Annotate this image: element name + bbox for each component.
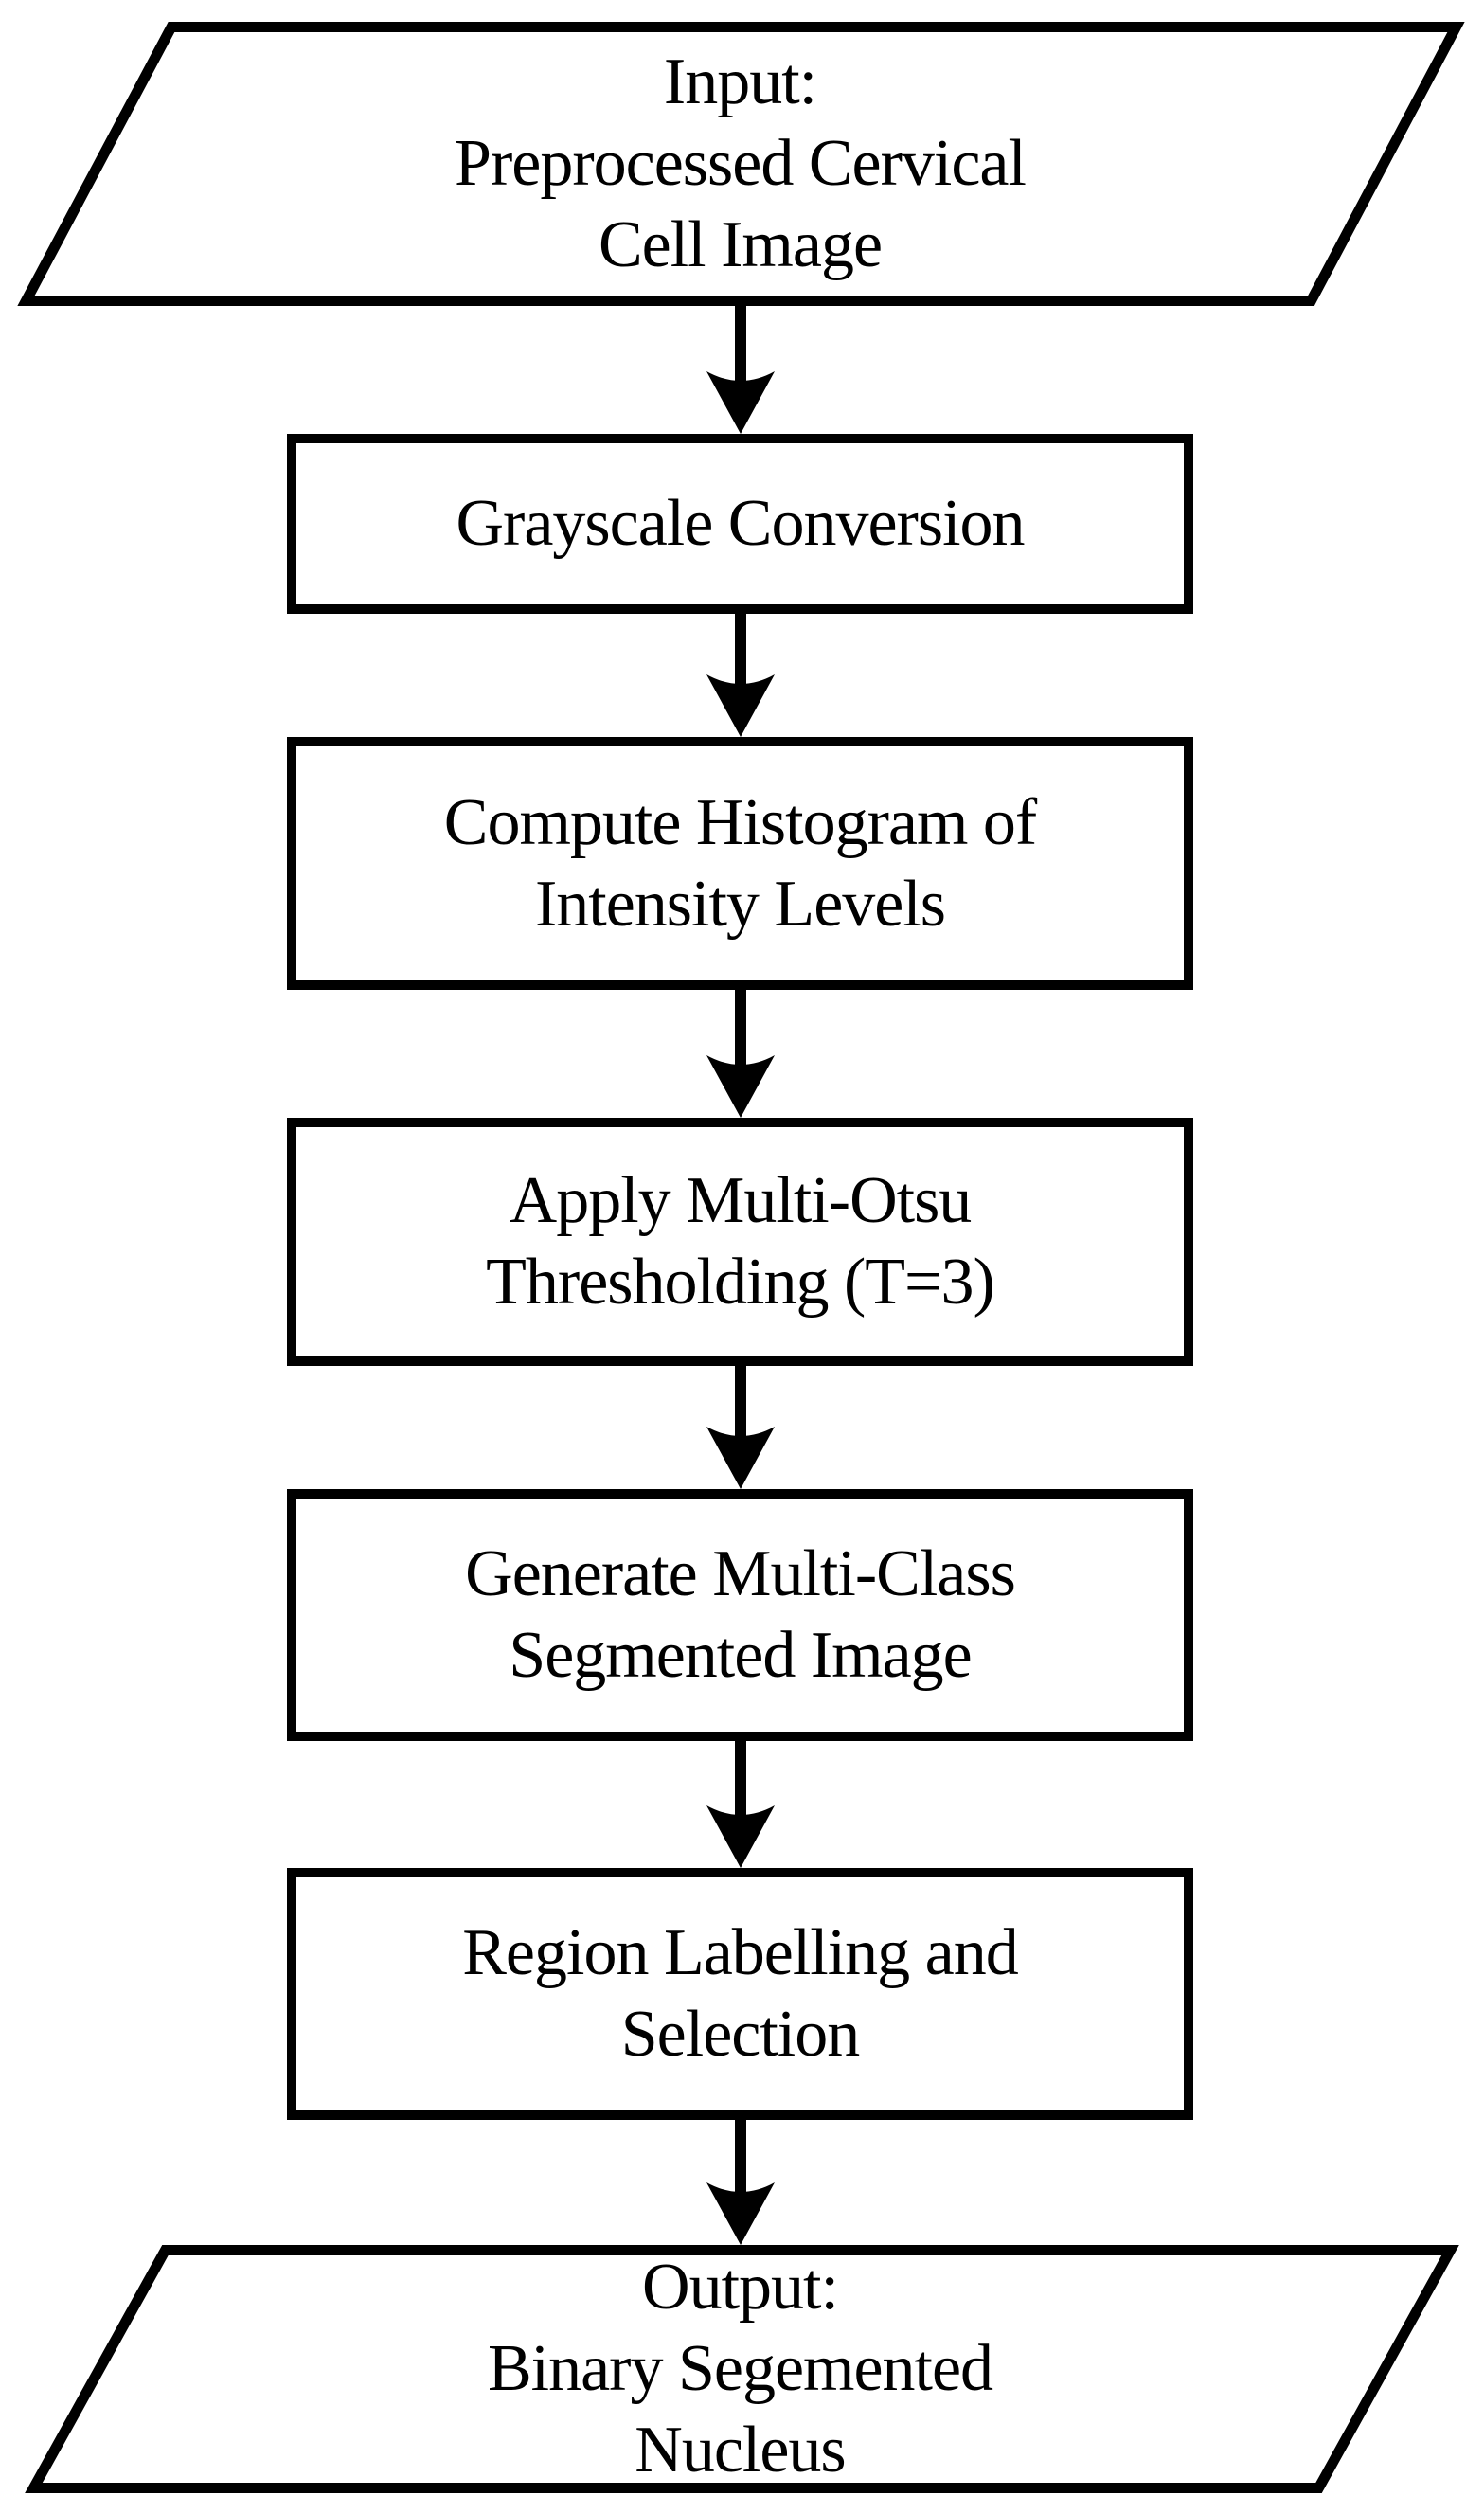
flow-node-output: Output: Binary Segemented Nucleus: [287, 2250, 1193, 2488]
node-text-line: Intensity Levels: [534, 867, 946, 941]
node-text-line: Binary Segemented: [487, 2332, 993, 2405]
node-text-line: Apply Multi-Otsu: [509, 1164, 973, 1237]
node-text-line: Nucleus: [635, 2414, 846, 2487]
arrow-head: [706, 2182, 775, 2245]
node-text-line: Grayscale Conversion: [456, 487, 1025, 560]
arrow-labelling-to-output: [706, 2116, 775, 2245]
node-text-line: Input:: [663, 45, 817, 118]
node-text-line: Cell Image: [598, 208, 883, 281]
arrow-head: [706, 1055, 775, 1118]
arrow-head: [706, 1427, 775, 1489]
flow-node-multi-otsu-thresholding: Apply Multi-Otsu Thresholding (T=3): [287, 1118, 1193, 1366]
output-parallelogram-shape: [25, 2245, 1459, 2493]
arrow-multiclass-to-labelling: [706, 1737, 775, 1868]
arrow-head: [706, 371, 775, 434]
flow-node-input: Input: Preprocessed Cervical Cell Image: [287, 27, 1193, 301]
node-text-line: Generate Multi-Class: [465, 1537, 1016, 1610]
node-text-line: Output:: [642, 2251, 839, 2324]
flow-node-compute-histogram: Compute Histogram of Intensity Levels: [287, 737, 1193, 990]
arrow-input-to-grayscale: [706, 302, 775, 434]
input-parallelogram-shape: [17, 22, 1465, 306]
flow-node-grayscale-conversion: Grayscale Conversion: [287, 434, 1193, 614]
node-text-line: Compute Histogram of: [443, 785, 1037, 859]
arrow-head: [706, 674, 775, 737]
arrow-multiotsu-to-multiclass: [706, 1362, 775, 1489]
flow-node-region-labelling-selection: Region Labelling and Selection: [287, 1868, 1193, 2120]
node-text-line: Preprocessed Cervical: [455, 127, 1027, 200]
arrow-histogram-to-multiotsu: [706, 986, 775, 1118]
arrow-grayscale-to-histogram: [706, 610, 775, 737]
flow-node-multiclass-segmented-image: Generate Multi-Class Segmented Image: [287, 1489, 1193, 1741]
arrow-head: [706, 1805, 775, 1868]
node-text-line: Segmented Image: [509, 1619, 972, 1692]
node-text-line: Selection: [620, 1998, 860, 2071]
node-text-line: Region Labelling and: [462, 1916, 1019, 1989]
node-text-line: Thresholding (T=3): [486, 1246, 995, 1319]
